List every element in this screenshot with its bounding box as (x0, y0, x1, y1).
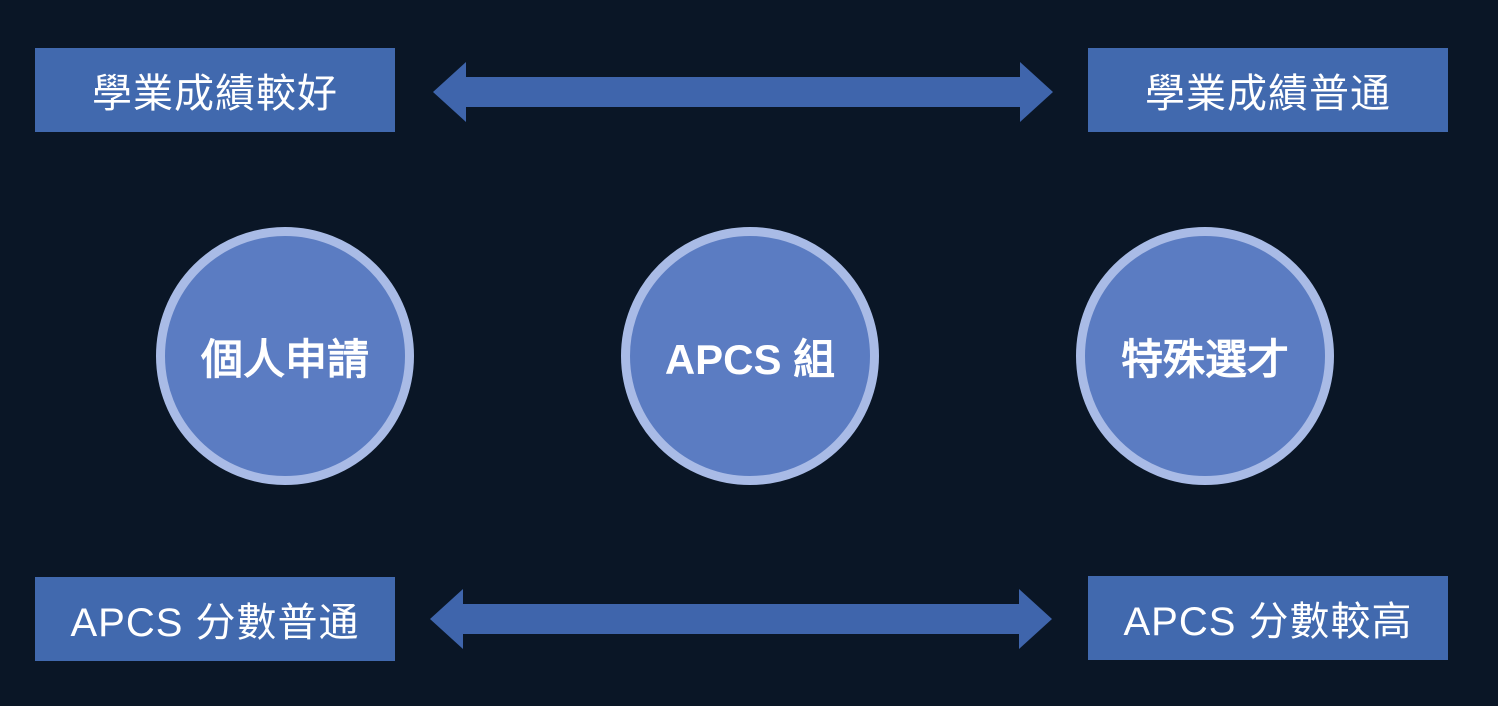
circle-personal-application-text: 個人申請 (200, 335, 369, 383)
label-box-academic-average: 學業成績普通 (1088, 48, 1448, 132)
double-arrow-bottom-shape (430, 589, 1052, 649)
double-arrow-bottom (430, 589, 1052, 649)
label-box-academic-good-text: 學業成績較好 (92, 72, 338, 116)
label-box-apcs-high-text: APCS 分數較高 (1123, 600, 1413, 644)
circle-apcs-group-text: APCS 組 (664, 335, 836, 383)
circle-special-selection-text: 特殊選才 (1120, 335, 1289, 383)
circle-personal-application: 個人申請 (156, 227, 414, 485)
label-box-academic-average-text: 學業成績普通 (1145, 72, 1391, 116)
label-box-academic-good: 學業成績較好 (35, 48, 395, 132)
double-arrow-top-shape (433, 62, 1053, 122)
circle-special-selection: 特殊選才 (1076, 227, 1334, 485)
label-box-apcs-high: APCS 分數較高 (1088, 576, 1448, 660)
circle-apcs-group: APCS 組 (621, 227, 879, 485)
label-box-apcs-average-text: APCS 分數普通 (70, 601, 360, 645)
double-arrow-top (433, 62, 1053, 122)
label-box-apcs-average: APCS 分數普通 (35, 577, 395, 661)
